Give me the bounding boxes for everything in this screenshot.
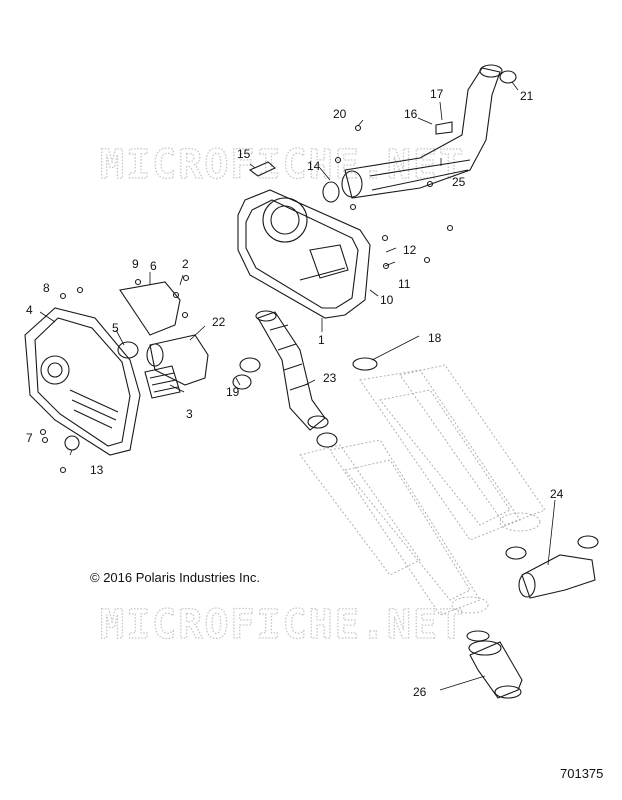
ghost-duct-assembly [299,364,546,616]
callout-3: 3 [186,407,193,421]
callout-20: 20 [333,107,347,121]
clamp-24-upper [577,535,599,549]
duct-24 [518,554,596,599]
callout-11: 11 [398,277,411,291]
intake-cover-6 [119,281,181,336]
clamp-26 [466,630,490,642]
duct-22 [146,334,209,386]
copyright-notice: © 2016 Polaris Industries Inc. [90,570,260,585]
callout-25: 25 [452,175,466,189]
leader-lines [39,81,556,691]
callout-24: 24 [550,487,564,501]
clutch-inner-cover [24,307,141,456]
callout-22: 22 [212,315,226,329]
clip-17 [435,121,453,135]
callout-14: 14 [307,159,321,173]
watermark-bottom: MICROFICHE.NET [100,602,465,648]
callout-17: 17 [430,87,444,101]
clamp-24-lower [505,546,527,560]
decal-15 [248,161,277,177]
intake-duct-middle [255,310,329,431]
callout-8: 8 [43,281,50,295]
callout-13: 13 [90,463,104,477]
callout-2: 2 [182,257,189,271]
callout-9: 9 [132,257,139,271]
clamp-19 [232,374,252,390]
clamp-19-upper [239,357,261,373]
clamp-23-lower [316,432,338,448]
callout-19: 19 [226,385,240,399]
watermark-top: MICROFICHE.NET [100,142,465,188]
document-number: 701375 [560,766,604,781]
callout-16: 16 [404,107,418,121]
callout-12: 12 [403,243,417,257]
clamp-14 [322,181,340,203]
callout-7: 7 [26,431,33,445]
callout-5: 5 [112,321,119,335]
clamp-18 [352,357,378,371]
clutch-outer-cover [237,189,371,319]
clamp-21 [499,70,517,84]
callout-1: 1 [318,333,325,347]
callout-26: 26 [413,685,427,699]
intake-duct-upper [341,64,503,199]
filter-screen-3 [144,365,181,399]
boot-26 [468,640,523,699]
callout-23: 23 [323,371,337,385]
callout-4: 4 [26,303,33,317]
callout-18: 18 [428,331,442,345]
washer-13 [64,435,80,451]
seal-5 [117,341,139,359]
callout-10: 10 [380,293,394,307]
callout-21: 21 [520,89,534,103]
callout-15: 15 [237,147,251,161]
callout-6: 6 [150,259,157,273]
